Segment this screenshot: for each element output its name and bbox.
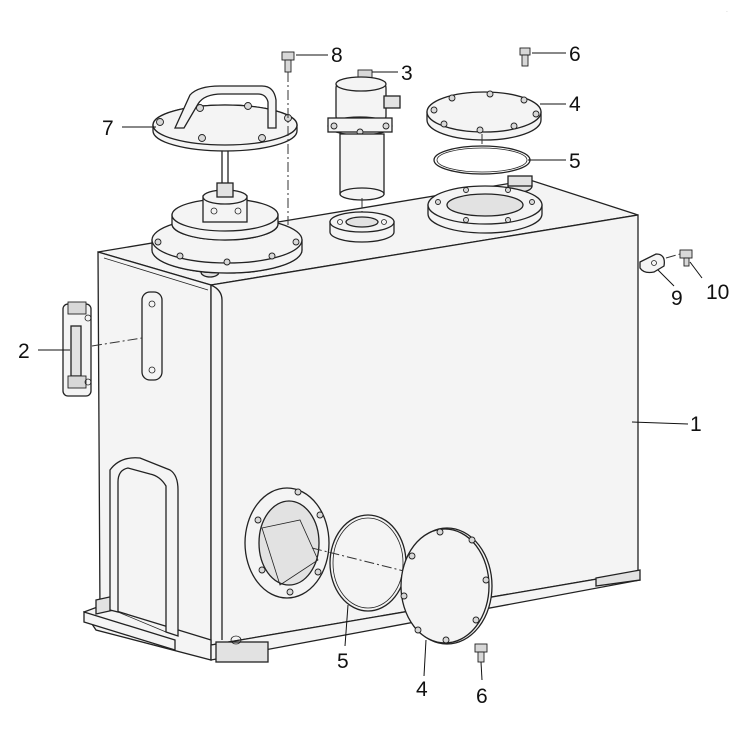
level-gauge-2: [62, 301, 92, 397]
axis-gauge: [91, 337, 143, 347]
leader-6-bottom: [480, 661, 483, 681]
callout-4-top: 4: [569, 93, 581, 116]
bolt-6-bottom: [474, 643, 488, 663]
cover-4-side: [400, 527, 493, 645]
clamp-9: [639, 253, 665, 274]
callout-5-top: 5: [569, 150, 581, 173]
filter-assembly: [327, 69, 401, 215]
leader-10: [689, 261, 703, 279]
axis-clamp: [665, 253, 681, 259]
callout-4-bottom: 4: [416, 678, 428, 701]
bolt-6-top: [519, 47, 531, 67]
callout-6-bottom: 6: [476, 685, 488, 708]
cover-4-top: [426, 90, 542, 141]
callout-5-bottom: 5: [337, 650, 349, 673]
callout-6-top: 6: [569, 43, 581, 66]
filler-cap-assembly: [152, 85, 298, 198]
leader-5-bottom: [344, 604, 349, 647]
bolt-8: [281, 51, 295, 225]
gasket-5-top: [433, 145, 531, 175]
callout-1: 1: [690, 413, 702, 436]
callout-10: 10: [706, 281, 729, 304]
callout-3: 3: [401, 62, 413, 85]
leader-9: [657, 269, 675, 287]
corner-mark: ·: [726, 9, 728, 16]
bolt-10: [679, 249, 693, 267]
callout-9: 9: [671, 287, 683, 310]
breather-mount-flange: [151, 189, 303, 274]
callout-7: 7: [102, 117, 114, 140]
leader-1: [631, 421, 689, 425]
callout-2: 2: [18, 340, 30, 363]
leader-4-bottom: [423, 639, 427, 677]
top-port-flange: [427, 185, 543, 234]
filter-mount-ring: [329, 211, 395, 243]
callout-8: 8: [331, 44, 343, 67]
